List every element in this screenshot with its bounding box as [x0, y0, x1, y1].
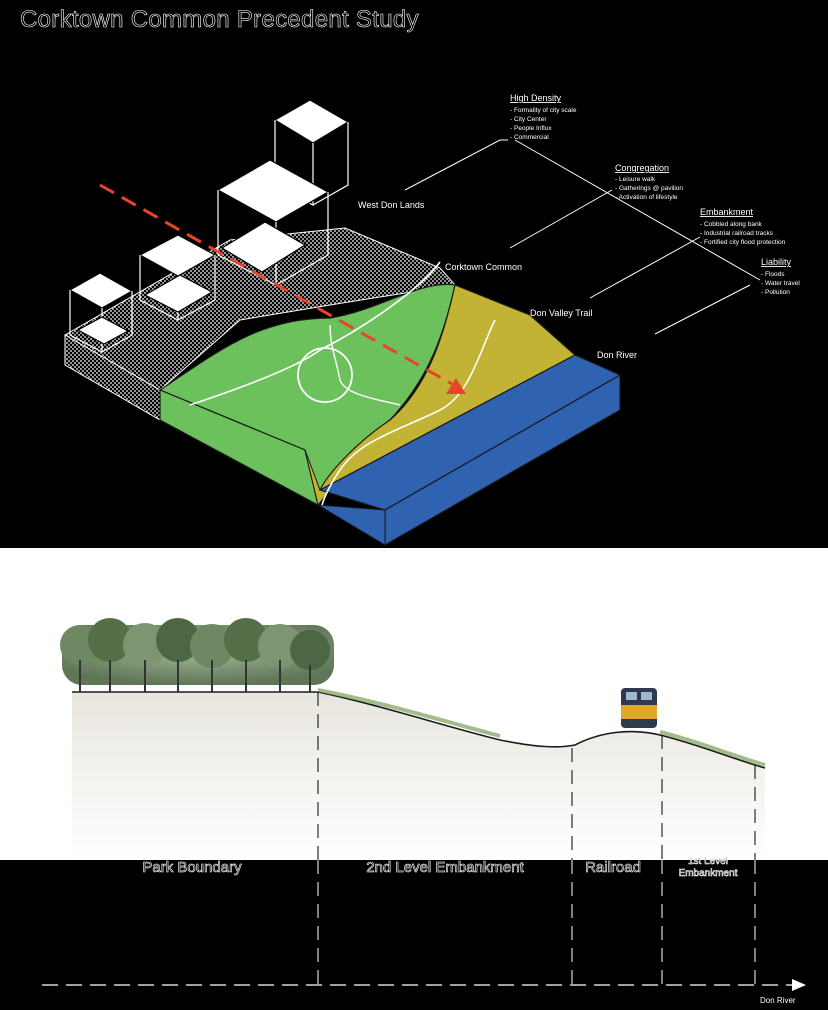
callout-heading: High Density: [510, 93, 562, 103]
callout-item: - Fortified city flood protection: [700, 239, 786, 246]
trail-surface: [318, 284, 577, 492]
page-title: Corktown Common Precedent Study: [20, 6, 419, 34]
label-second-embankment: 2nd Level Embankment: [366, 859, 524, 876]
callout-item: - Floods: [761, 271, 785, 278]
label-first-embankment-2: Embankment: [679, 868, 738, 879]
pavilion-ring: [297, 347, 353, 403]
label-arrow-don-river: Don River: [760, 996, 796, 1005]
flow-arrow-line: [99, 183, 453, 386]
callout-congregation: Congregation - Leisure walk - Gatherings…: [615, 163, 683, 201]
callout-leaders: [404, 139, 761, 335]
callout-item: - Gatherings @ pavilion: [615, 185, 683, 192]
callout-liability: Liability - Floods - Water travel - Poll…: [761, 257, 800, 296]
label-first-embankment-1: 1st Level: [688, 856, 728, 867]
callout-item: - Commercial: [510, 134, 549, 141]
callout-item: - Leisure walk: [615, 176, 656, 183]
building-frames: [68, 99, 350, 353]
river-side-front: [317, 504, 386, 546]
train-locomotive: [621, 688, 657, 728]
park-path: [189, 261, 441, 406]
label-don-valley-trail: Don Valley Trail: [530, 308, 592, 318]
callout-item: - Activation of lifestyle: [615, 194, 678, 201]
callout-item: - City Center: [510, 116, 547, 123]
section-dividers: [317, 692, 756, 860]
label-corktown-common: Corktown Common: [445, 262, 522, 272]
callout-item: - Water travel: [761, 280, 800, 287]
callout-item: - Pollution: [761, 289, 790, 296]
callout-item: - Industrial railroad tracks: [700, 230, 774, 237]
callout-item: - Cobbled along bank: [700, 221, 763, 228]
bottom-arrow-head: [792, 979, 806, 991]
label-don-river: Don River: [597, 350, 637, 360]
label-park-boundary: Park Boundary: [142, 859, 242, 876]
label-west-don-lands: West Don Lands: [358, 200, 425, 210]
callout-high-density: High Density - Formality of city scale -…: [510, 93, 577, 141]
ground-profile: [72, 692, 765, 860]
callout-heading: Congregation: [615, 163, 669, 173]
label-railroad: Railroad: [585, 859, 641, 876]
callout-item: - Formality of city scale: [510, 107, 577, 114]
trail-path: [321, 319, 496, 506]
callout-item: - People Influx: [510, 125, 552, 132]
tree-row: [60, 618, 334, 692]
callout-embankment: Embankment - Cobbled along bank - Indust…: [700, 207, 786, 246]
callout-heading: Liability: [761, 257, 792, 267]
ground-line: [72, 691, 766, 769]
flow-arrow-head: [446, 378, 466, 394]
axonometric-block: [64, 99, 622, 547]
grass-strip: [317, 688, 766, 767]
callout-heading: Embankment: [700, 207, 754, 217]
park-path-2: [329, 324, 401, 406]
